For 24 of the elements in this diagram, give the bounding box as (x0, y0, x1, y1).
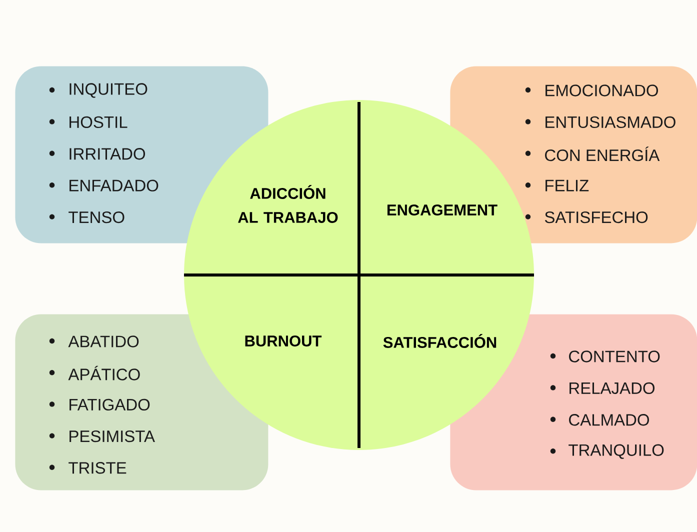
list-item: PESIMISTA (49, 430, 155, 442)
list-item: IRRITADO (49, 148, 146, 160)
quadrant-label: ADICCIÓN AL TRABAJO (238, 185, 338, 223)
list-item: ABATIDO (49, 336, 139, 348)
list-item: INQUITEO (49, 83, 148, 98)
list-item: APÁTICO (49, 366, 140, 380)
quadrant-label: SATISFACCIÓN (383, 334, 496, 348)
list-item: HOSTIL (49, 116, 128, 128)
list-item: TRISTE (49, 462, 126, 474)
quadrant-circle (184, 100, 534, 450)
list-item: CONTENTO (550, 350, 660, 362)
list-item: RELAJADO (550, 382, 654, 394)
list-item: EMOCIONADO (525, 84, 658, 96)
list-item: FELIZ (525, 180, 589, 192)
list-item: TRANQUILO (550, 444, 664, 459)
list-item: CON ENERGÍA (525, 146, 660, 162)
list-item: ENTUSIASMADO (525, 116, 676, 128)
list-item: ENFADADO (49, 180, 158, 192)
quadrant-label: ENGAGEMENT (388, 204, 498, 216)
quadrant-label: BURNOUT (245, 336, 322, 346)
list-item: FATIGADO (49, 398, 150, 411)
list-item: SATISFECHO (525, 211, 648, 224)
list-item: CALMADO (550, 414, 649, 426)
list-item: TENSO (49, 211, 124, 224)
